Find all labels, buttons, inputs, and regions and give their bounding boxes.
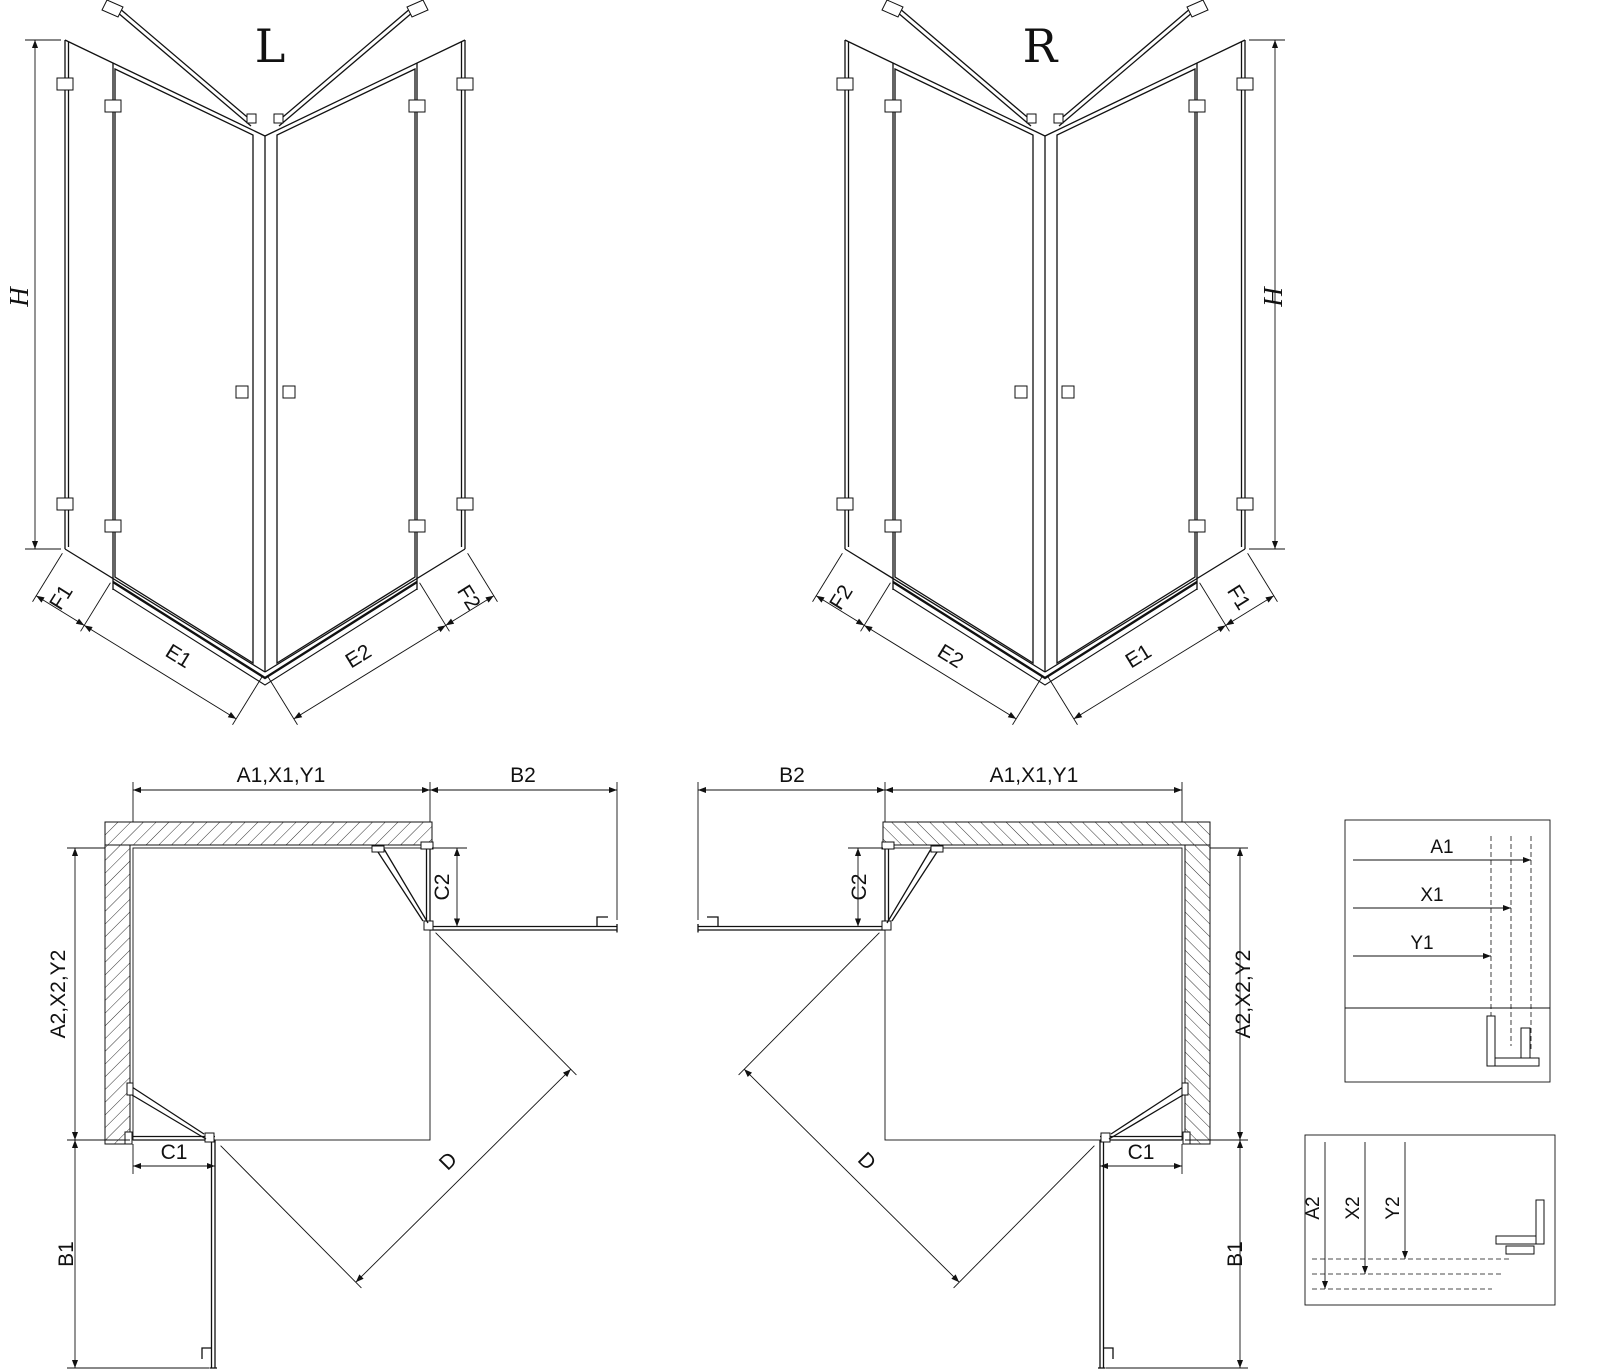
detail-label-a1: A1	[1430, 837, 1453, 858]
detail-label-y2: Y2	[1383, 1196, 1404, 1219]
plan-dim-b2-left: B2	[510, 764, 536, 787]
dim-label-h-right: H	[1258, 286, 1288, 308]
detail-label-a2: A2	[1303, 1196, 1324, 1219]
detail-label-x1: X1	[1420, 885, 1443, 906]
plan-dim-c2-left: C2	[431, 874, 454, 901]
detail-label-y1: Y1	[1410, 933, 1433, 954]
plan-dim-c1-left: C1	[161, 1141, 188, 1164]
plan-dim-c2-right: C2	[848, 874, 871, 901]
plan-dim-b2-right: B2	[779, 764, 805, 787]
plan-dim-c1-right: C1	[1128, 1141, 1155, 1164]
plan-dim-b1-right: B1	[1224, 1241, 1247, 1267]
detail-view-vertical: A2 X2 Y2	[1303, 1134, 1556, 1306]
plan-dim-a2-left: A2,X2,Y2	[47, 950, 70, 1039]
detail-view-horizontal: A1 X1 Y1	[1344, 819, 1551, 1083]
plan-dim-a1-left: A1,X1,Y1	[237, 764, 326, 787]
dim-label-h-left: H	[4, 286, 34, 308]
detail-label-x2: X2	[1343, 1196, 1364, 1219]
plan-dim-b1-left: B1	[55, 1241, 78, 1267]
plan-dim-a1-right: A1,X1,Y1	[990, 764, 1079, 787]
plan-dim-a2-right: A2,X2,Y2	[1232, 950, 1255, 1039]
view-label-right: R	[1023, 19, 1059, 73]
view-label-left: L	[255, 19, 286, 73]
